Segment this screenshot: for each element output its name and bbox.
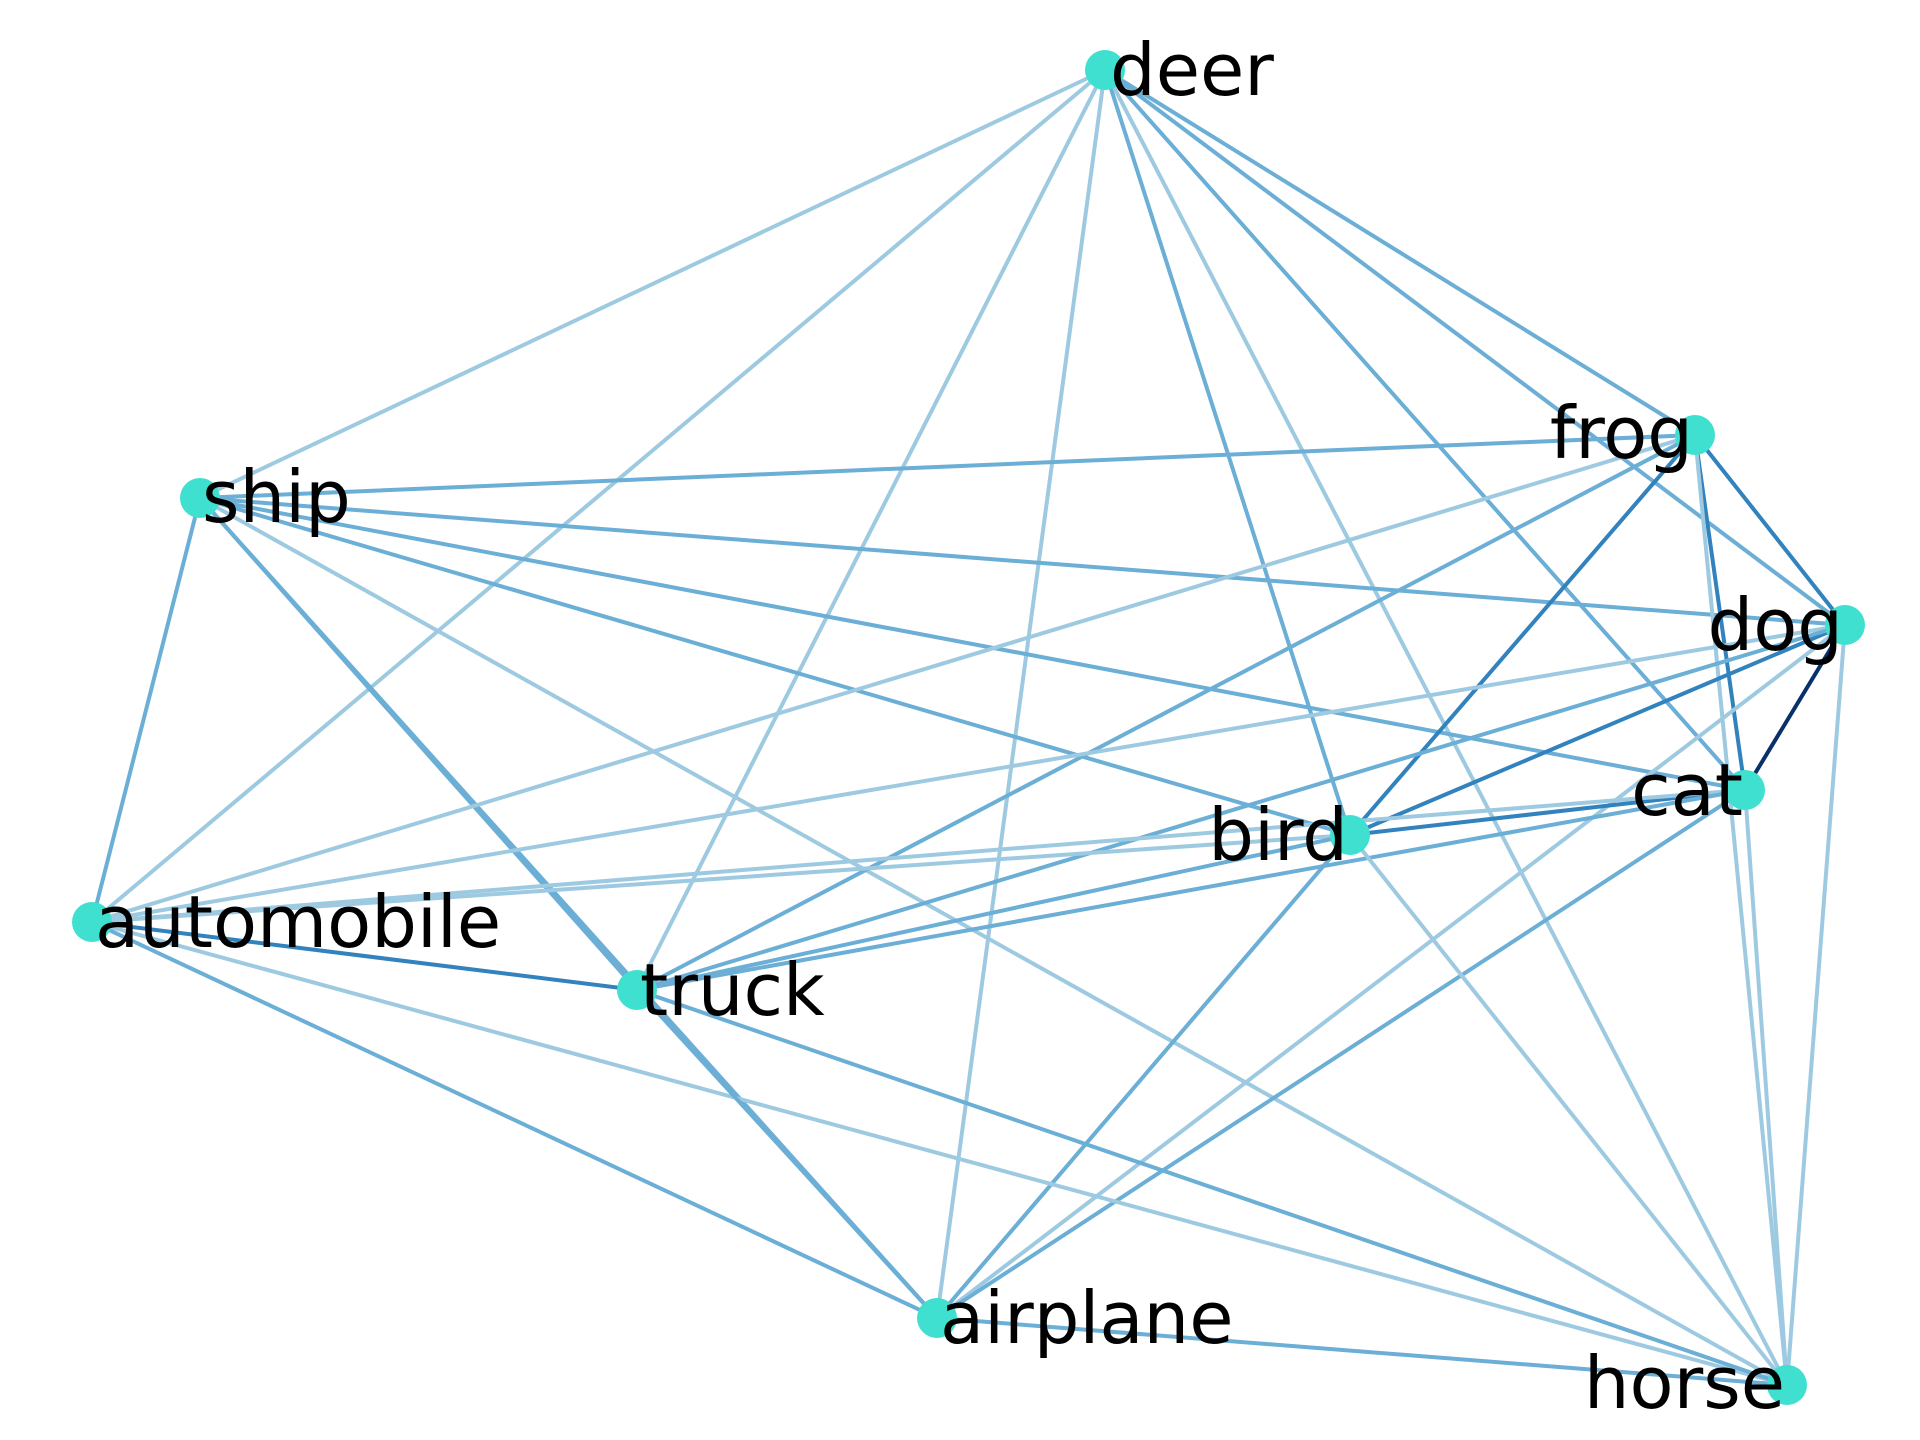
edge-bird-truck — [635, 833, 1352, 992]
edge-bird-automobile — [90, 833, 1352, 924]
edge-deer-automobile — [90, 68, 1107, 924]
edge-ship-frog — [198, 433, 1697, 500]
edge-dog-bird — [1348, 623, 1847, 837]
edge-cat-bird — [1348, 788, 1747, 837]
edge-dog-airplane — [935, 623, 1847, 1320]
edge-bird-airplane — [935, 833, 1352, 1320]
node-truck — [617, 970, 657, 1010]
node-horse — [1767, 1365, 1807, 1405]
edge-cat-horse — [1743, 788, 1789, 1387]
edge-deer-cat — [1103, 68, 1747, 792]
edge-frog-horse — [1693, 433, 1789, 1387]
node-label-cat: cat — [1631, 748, 1743, 832]
edge-dog-automobile — [90, 623, 1847, 924]
node-dog — [1825, 605, 1865, 645]
edge-deer-truck — [635, 68, 1107, 992]
edge-cat-airplane — [935, 788, 1747, 1320]
nodes-layer — [72, 50, 1865, 1405]
edge-deer-dog — [1103, 68, 1847, 627]
edge-cat-truck — [635, 788, 1747, 992]
edge-deer-frog — [1103, 68, 1697, 437]
edge-frog-automobile — [90, 433, 1697, 924]
edge-frog-bird — [1348, 433, 1697, 837]
edge-automobile-airplane — [90, 920, 939, 1320]
edge-ship-automobile — [90, 496, 202, 924]
edge-frog-truck — [635, 433, 1697, 992]
edges-layer — [90, 68, 1847, 1387]
labels-layer: deer frog ship dog cat bird automobile truck air… — [95, 28, 1843, 1425]
node-airplane — [917, 1298, 957, 1338]
edge-automobile-horse — [90, 920, 1789, 1387]
node-label-automobile: automobile — [95, 880, 501, 964]
node-label-deer: deer — [1110, 28, 1274, 112]
node-label-ship: ship — [202, 455, 351, 539]
node-ship — [180, 478, 220, 518]
edge-truck-airplane — [635, 988, 939, 1320]
node-cat — [1725, 770, 1765, 810]
edge-cat-automobile — [90, 788, 1747, 924]
node-deer — [1085, 50, 1125, 90]
edge-deer-horse — [1103, 68, 1789, 1387]
edge-automobile-truck — [90, 920, 639, 992]
node-frog — [1675, 415, 1715, 455]
node-label-horse: horse — [1584, 1341, 1785, 1425]
edge-bird-horse — [1348, 833, 1789, 1387]
edge-truck-horse — [635, 988, 1789, 1387]
edge-frog-dog — [1693, 433, 1847, 627]
node-label-dog: dog — [1708, 583, 1843, 667]
node-label-truck: truck — [640, 948, 825, 1032]
edge-airplane-horse — [935, 1316, 1789, 1387]
node-bird — [1330, 815, 1370, 855]
edge-ship-horse — [198, 496, 1789, 1387]
node-automobile — [72, 902, 112, 942]
edge-ship-dog — [198, 496, 1847, 627]
edge-deer-airplane — [935, 68, 1107, 1320]
edge-ship-bird — [198, 496, 1352, 837]
node-label-bird: bird — [1208, 793, 1348, 877]
edge-frog-cat — [1693, 433, 1747, 792]
node-label-airplane: airplane — [940, 1276, 1233, 1360]
edge-dog-truck — [635, 623, 1847, 992]
node-label-frog: frog — [1550, 391, 1693, 475]
edge-deer-ship — [198, 68, 1107, 500]
edge-dog-horse — [1785, 623, 1847, 1387]
edge-dog-cat — [1743, 623, 1847, 792]
edge-ship-cat — [198, 496, 1747, 792]
